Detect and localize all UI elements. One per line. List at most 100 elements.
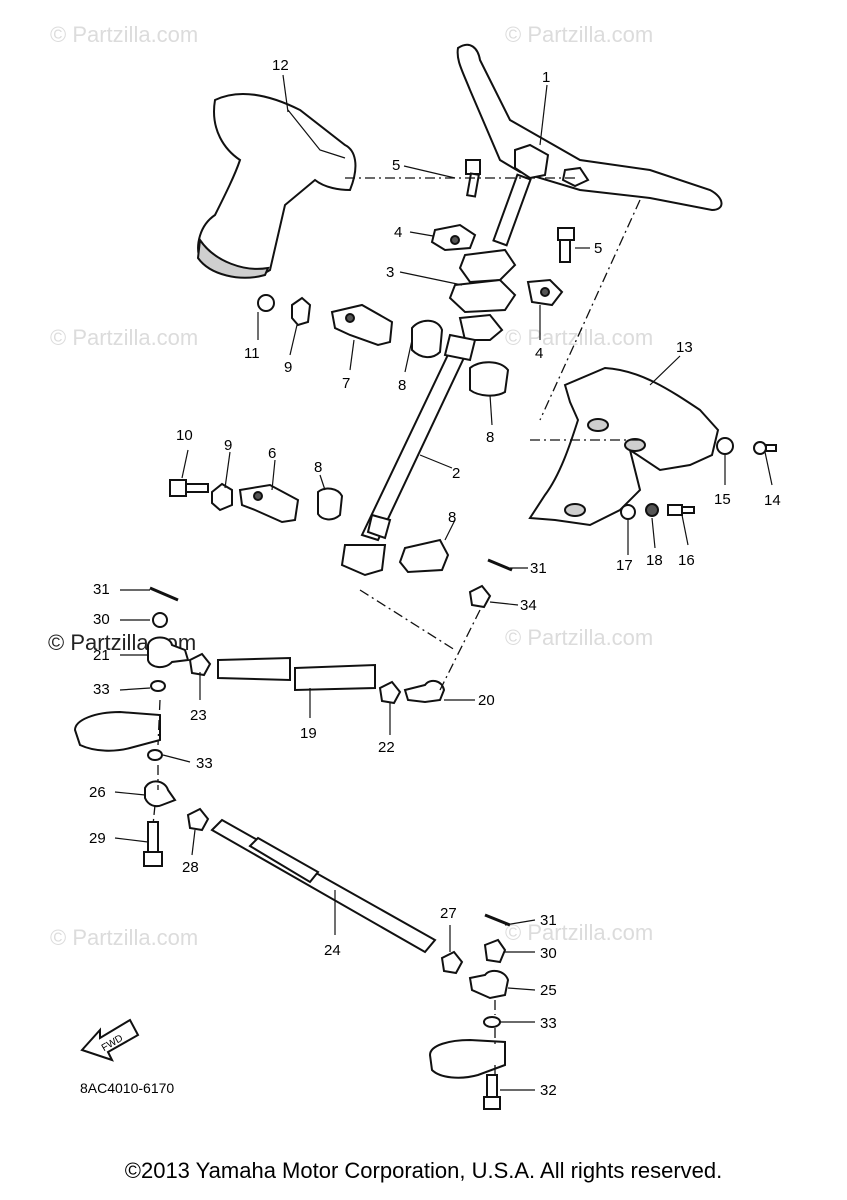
part-10-bolt[interactable] xyxy=(169,479,209,497)
part-26-ball-joint[interactable] xyxy=(144,780,177,808)
callout-9a: 9 xyxy=(284,359,292,376)
part-12-handlebar-pad[interactable] xyxy=(196,93,357,279)
callout-10: 10 xyxy=(176,427,193,444)
callout-33b: 33 xyxy=(196,755,213,772)
part-2-steering-column[interactable] xyxy=(340,333,477,577)
part-8-clamp-a[interactable] xyxy=(411,319,444,358)
callout-8a: 8 xyxy=(398,377,406,394)
part-8-clamp-c[interactable] xyxy=(317,487,344,521)
part-13-column-cover[interactable] xyxy=(528,366,720,527)
part-17-washer[interactable] xyxy=(620,504,636,520)
diagram-code: 8AC4010-6170 xyxy=(80,1080,174,1096)
part-5-bolt-upper[interactable] xyxy=(465,159,481,198)
part-30-nut-upper-left[interactable] xyxy=(152,612,168,628)
callout-34: 34 xyxy=(520,597,537,614)
part-8-clamp-d[interactable] xyxy=(398,538,450,574)
watermark: © Partzilla.com xyxy=(505,325,653,350)
part-28-nut[interactable] xyxy=(186,807,210,832)
callout-25: 25 xyxy=(540,982,557,999)
callout-32: 32 xyxy=(540,1082,557,1099)
part-11-nut[interactable] xyxy=(257,294,275,312)
callout-24: 24 xyxy=(324,942,341,959)
part-25-ball-joint[interactable] xyxy=(468,969,510,1000)
part-31-cotter-pin-lower-right[interactable] xyxy=(484,913,511,927)
callout-7: 7 xyxy=(342,375,350,392)
part-20-ball-joint[interactable] xyxy=(403,679,446,704)
part-33-washer-c[interactable] xyxy=(483,1016,501,1028)
callout-11: 11 xyxy=(244,345,260,362)
part-8-clamp-b[interactable] xyxy=(469,361,510,397)
callout-4b: 4 xyxy=(535,345,543,362)
callout-29: 29 xyxy=(89,830,106,847)
steering-arm-left xyxy=(73,710,161,752)
part-32-bolt[interactable] xyxy=(483,1074,501,1110)
part-29-bolt[interactable] xyxy=(143,821,163,867)
part-9-collar-upper[interactable] xyxy=(291,296,312,327)
callout-28: 28 xyxy=(182,859,199,876)
callout-2: 2 xyxy=(452,465,460,482)
callout-8d: 8 xyxy=(448,509,456,526)
callout-33c: 33 xyxy=(540,1015,557,1032)
watermark-layer: © Partzilla.com © Partzilla.com © Partzi… xyxy=(48,22,653,950)
part-31-cotter-pin-mid[interactable] xyxy=(487,558,513,572)
callout-5a: 5 xyxy=(392,157,400,174)
part-30-nut-lower-right[interactable] xyxy=(483,938,507,964)
part-34-nut[interactable] xyxy=(468,584,492,609)
steering-arm-right xyxy=(428,1038,506,1079)
part-33-washer-b[interactable] xyxy=(147,749,163,761)
callout-8c: 8 xyxy=(314,459,322,476)
callout-13: 13 xyxy=(676,339,693,356)
part-16-screw[interactable] xyxy=(667,504,695,516)
part-24-tie-rod[interactable] xyxy=(210,818,437,954)
callout-18: 18 xyxy=(646,552,663,569)
part-33-washer-a[interactable] xyxy=(150,680,166,692)
part-18-nut[interactable] xyxy=(645,503,659,517)
callout-31-mid: 31 xyxy=(530,560,547,577)
callout-27: 27 xyxy=(440,905,457,922)
part-3-column-top[interactable] xyxy=(448,248,517,341)
callout-20: 20 xyxy=(478,692,495,709)
callout-14: 14 xyxy=(764,492,781,509)
leader-lines xyxy=(114,74,773,1091)
part-1-handlebar[interactable] xyxy=(456,43,723,247)
part-15-washer[interactable] xyxy=(716,437,734,455)
callout-22: 22 xyxy=(378,739,395,756)
callout-23: 23 xyxy=(190,707,207,724)
callout-30-lower: 30 xyxy=(540,945,557,962)
callout-30-left: 30 xyxy=(93,611,110,628)
part-27-nut[interactable] xyxy=(440,950,464,975)
callout-4a: 4 xyxy=(394,224,402,241)
callout-3: 3 xyxy=(386,264,394,281)
fwd-arrow-icon: FWD xyxy=(80,1018,140,1062)
watermark: © Partzilla.com xyxy=(50,325,198,350)
watermark: © Partzilla.com xyxy=(50,925,198,950)
part-9-collar-lower[interactable] xyxy=(211,482,233,512)
part-22-nut[interactable] xyxy=(378,680,402,705)
callout-19: 19 xyxy=(300,725,317,742)
part-14-screw[interactable] xyxy=(753,441,777,455)
callout-15: 15 xyxy=(714,491,731,508)
callout-labels: 1 12 5 4 5 3 4 13 7 8 8 2 11 9 10 9 6 8 … xyxy=(89,57,781,1099)
part-5-bolt-right[interactable] xyxy=(557,227,575,263)
part-21-ball-joint[interactable] xyxy=(147,636,190,668)
part-4-upper-holder[interactable] xyxy=(430,223,477,252)
part-6-bracket[interactable] xyxy=(238,483,300,524)
callout-9b: 9 xyxy=(224,437,232,454)
callout-21: 21 xyxy=(93,647,110,664)
watermark: © Partzilla.com xyxy=(505,22,653,47)
part-7-holder[interactable] xyxy=(330,303,394,347)
callout-12: 12 xyxy=(272,57,289,74)
part-23-nut[interactable] xyxy=(188,652,212,677)
watermark: © Partzilla.com xyxy=(50,22,198,47)
assembly-lines xyxy=(152,177,641,1078)
callout-31-left: 31 xyxy=(93,581,110,598)
callout-6: 6 xyxy=(268,445,276,462)
callout-16: 16 xyxy=(678,552,695,569)
callout-26: 26 xyxy=(89,784,106,801)
callout-31-lower: 31 xyxy=(540,912,557,929)
part-4-lower-holder[interactable] xyxy=(526,278,564,307)
part-31-cotter-pin-upper-left[interactable] xyxy=(149,586,179,602)
watermark: © Partzilla.com xyxy=(505,625,653,650)
part-19-rod-boot[interactable] xyxy=(217,656,376,692)
